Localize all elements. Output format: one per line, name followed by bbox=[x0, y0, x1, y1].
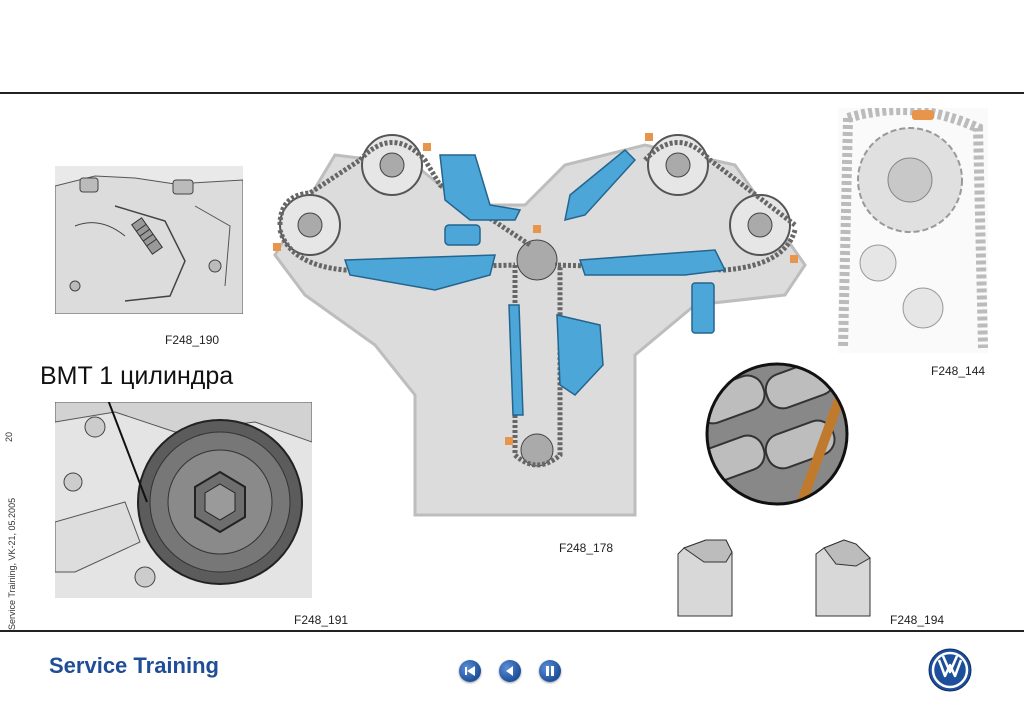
vw-logo bbox=[928, 648, 972, 692]
pause-icon[interactable] bbox=[539, 660, 561, 682]
figure-144-image bbox=[838, 108, 988, 353]
page-number: 20 bbox=[4, 431, 15, 443]
figure-190-image bbox=[55, 166, 243, 314]
chain-detail-zoom bbox=[705, 362, 849, 506]
bottom-divider bbox=[0, 630, 1024, 632]
figure-191-caption: F248_191 bbox=[294, 613, 349, 627]
top-divider bbox=[0, 92, 1024, 94]
figure-194-image bbox=[677, 539, 871, 617]
previous-page-icon[interactable] bbox=[499, 660, 521, 682]
side-text: Service Training, VK-21, 05.2005 bbox=[7, 497, 17, 630]
figure-178-caption: F248_178 bbox=[559, 541, 614, 555]
figure-194-caption: F248_194 bbox=[890, 613, 945, 627]
figure-191-image bbox=[55, 402, 312, 598]
figure-190-caption: F248_190 bbox=[165, 333, 220, 347]
figure-144-caption: F248_144 bbox=[931, 364, 986, 378]
brand-title: Service Training bbox=[49, 653, 219, 678]
first-page-icon[interactable] bbox=[459, 660, 481, 682]
figure-178-timing-chain-diagram bbox=[273, 133, 807, 517]
bmt-label: BMT 1 цилиндра bbox=[40, 362, 234, 390]
